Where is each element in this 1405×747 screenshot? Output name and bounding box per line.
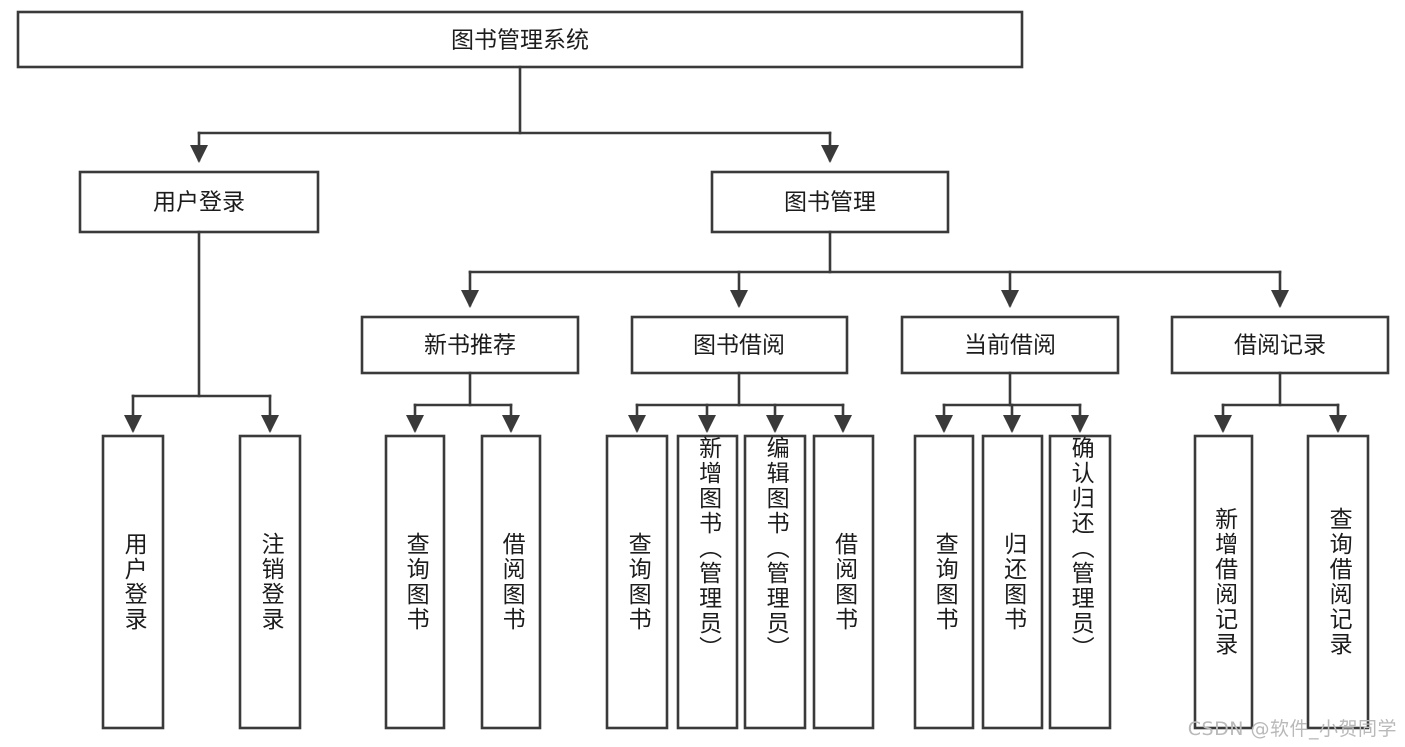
leaf-box-confirm-return-admin (1048, 434, 1112, 730)
node-user-login-box (78, 170, 320, 234)
node-user-login-label: 用户登录 (153, 190, 245, 216)
node-borrow-record-label: 借阅记录 (1234, 333, 1326, 359)
node-book-management-label: 图书管理 (784, 190, 876, 216)
leaf-box-user-login (101, 434, 165, 730)
connector-new-book-recommend-to-leaves (405, 371, 521, 434)
connector-borrow-record-to-leaves (1213, 371, 1348, 434)
node-book-borrow: 图书借阅 (630, 315, 849, 375)
leaf-box-query-book-rec (384, 434, 446, 730)
connector-book-borrow-to-leaves (627, 371, 853, 434)
node-root-box (16, 10, 1024, 69)
node-current-borrow: 当前借阅 (900, 315, 1120, 375)
leaf-box-borrow-book-borrow (812, 434, 875, 730)
node-user-login: 用户登录 (78, 170, 320, 234)
connector-root-to-level2 (189, 65, 840, 164)
leaf-box-add-book-admin (676, 434, 739, 730)
node-root-label: 图书管理系统 (451, 28, 589, 54)
node-book-management: 图书管理 (710, 170, 950, 234)
csdn-watermark: CSDN @软件_小贺同学 (1187, 718, 1397, 740)
node-current-borrow-label: 当前借阅 (964, 333, 1056, 359)
node-book-borrow-label: 图书借阅 (693, 333, 785, 359)
leaf-box-query-borrow-record (1306, 434, 1370, 730)
node-borrow-record: 借阅记录 (1170, 315, 1390, 375)
node-new-book-recommend: 新书推荐 (360, 315, 580, 375)
leaf-box-edit-book-admin (743, 434, 807, 730)
node-new-book-recommend-box (360, 315, 580, 375)
connector-user-login-to-leaves (123, 230, 280, 434)
node-current-borrow-box (900, 315, 1120, 375)
leaf-box-add-borrow-record (1193, 434, 1254, 730)
leaf-box-logout (238, 434, 302, 730)
node-new-book-recommend-label: 新书推荐 (424, 333, 516, 359)
connector-current-borrow-to-leaves (934, 371, 1090, 434)
leaf-box-return-book (981, 434, 1044, 730)
node-root: 图书管理系统 (16, 10, 1024, 69)
leaf-box-query-book-current (913, 434, 975, 730)
leaf-box-query-book-borrow (605, 434, 669, 730)
connector-book-management-to-level3 (460, 230, 1290, 309)
leaf-box-borrow-book-rec (480, 434, 542, 730)
